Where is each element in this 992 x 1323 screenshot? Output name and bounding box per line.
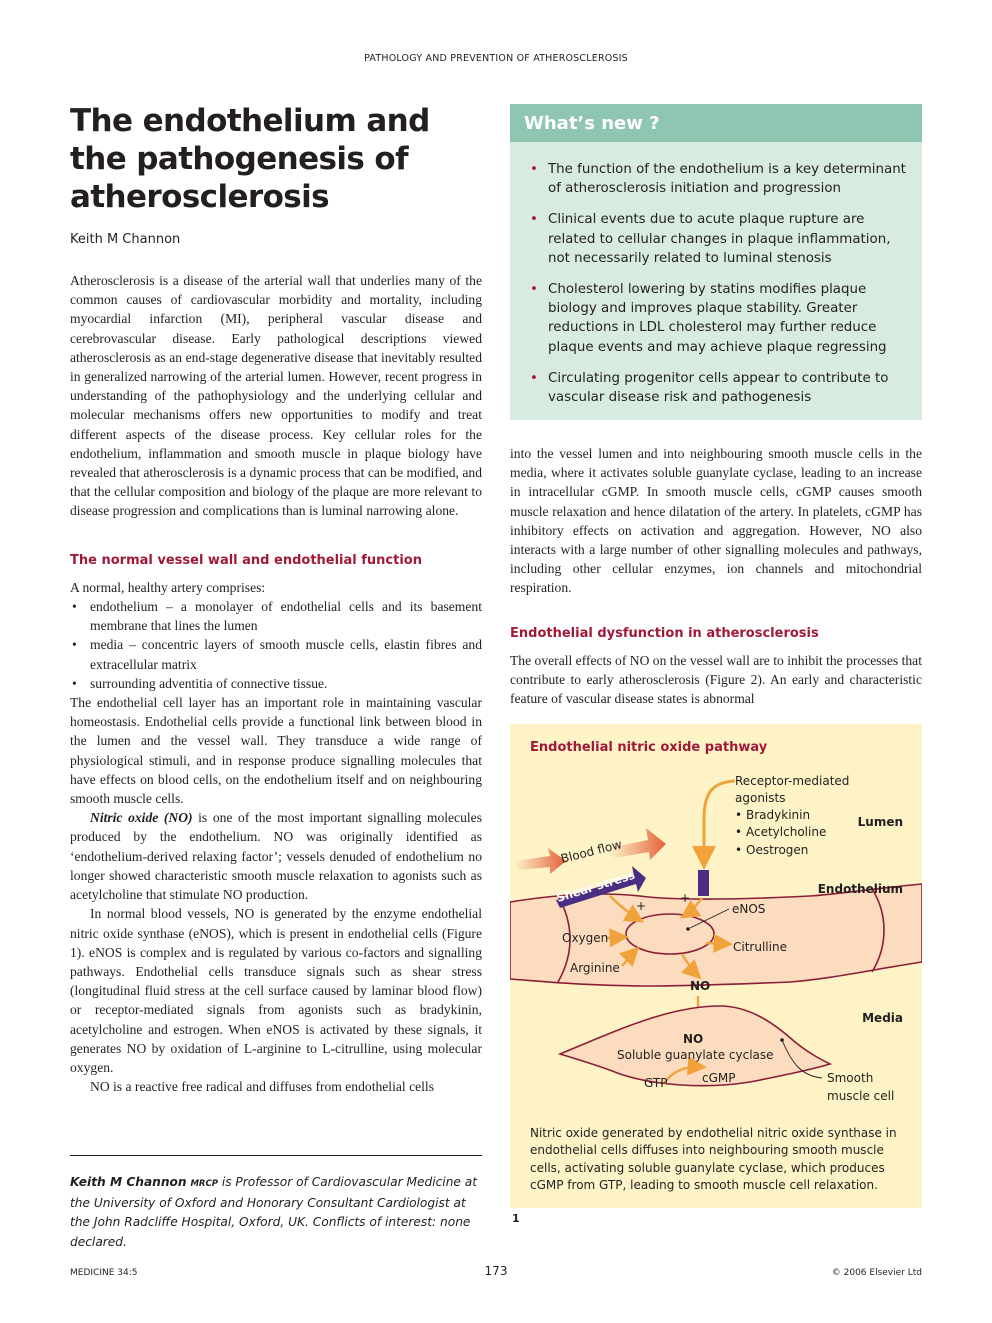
abstract-paragraph: Atherosclerosis is a disease of the arte… bbox=[70, 273, 482, 519]
receptor-to-enos-arrow bbox=[680, 897, 703, 919]
oxygen-arrow bbox=[605, 928, 629, 948]
nitric-oxide-pathway-diagram: Receptor-mediated agonists • Bradykinin … bbox=[510, 774, 922, 1103]
label-smooth: Smooth bbox=[827, 1071, 873, 1085]
bullet-icon: • bbox=[735, 843, 742, 857]
bullet-icon: • bbox=[735, 825, 742, 839]
bio-degree: MRCP bbox=[190, 1179, 218, 1189]
author-name: Keith M Channon bbox=[70, 232, 181, 247]
section-heading-endothelial-dysfunction: Endothelial dysfunction in atheroscleros… bbox=[510, 625, 819, 641]
footer-journal: MEDICINE 34:5 bbox=[70, 1268, 138, 1278]
label-agonist-oestrogen: Oestrogen bbox=[746, 843, 808, 857]
right-para1: into the vessel lumen and into neighbour… bbox=[510, 446, 922, 596]
bio-divider bbox=[70, 1155, 482, 1156]
label-endothelium: Endothelium bbox=[818, 882, 903, 896]
label-citrulline: Citrulline bbox=[733, 940, 787, 954]
label-blood-flow: Blood flow bbox=[559, 837, 623, 866]
article-title: The endothelium and the pathogenesis of … bbox=[70, 102, 490, 216]
arginine-arrow bbox=[619, 946, 640, 967]
cell-boundary-right bbox=[871, 888, 885, 973]
label-enos: eNOS bbox=[732, 902, 765, 916]
plus-sign-receptor: + bbox=[680, 891, 690, 905]
list-item: media – concentric layers of smooth musc… bbox=[70, 635, 482, 673]
no-out-arrow bbox=[680, 953, 702, 980]
section1-intro: A normal, healthy artery comprises: bbox=[70, 579, 266, 595]
title-line-2: the pathogenesis of bbox=[70, 141, 409, 177]
left-column: Atherosclerosis is a disease of the arte… bbox=[70, 271, 482, 1096]
artery-layers-list: endothelium – a monolayer of endothelial… bbox=[70, 597, 482, 693]
label-media: Media bbox=[862, 1011, 903, 1025]
list-item: endothelium – a monolayer of endothelial… bbox=[70, 597, 482, 635]
enos-dot bbox=[686, 927, 690, 931]
section1-para2: Nitric oxide (NO) is one of the most imp… bbox=[70, 808, 482, 904]
list-item: Clinical events due to acute plaque rupt… bbox=[530, 210, 910, 268]
list-item: The function of the endothelium is a key… bbox=[530, 160, 910, 198]
smooth-muscle-cell bbox=[557, 1005, 833, 1087]
footer-copyright: © 2006 Elsevier Ltd bbox=[831, 1268, 922, 1278]
label-receptor-line1: Receptor-mediated bbox=[735, 774, 849, 788]
label-cgmp: cGMP bbox=[702, 1071, 736, 1085]
running-head: PATHOLOGY AND PREVENTION OF ATHEROSCLERO… bbox=[364, 53, 628, 64]
figure-number: 1 bbox=[512, 1212, 520, 1225]
plus-sign-shear: + bbox=[636, 899, 646, 913]
enos-leader bbox=[689, 908, 730, 929]
shear-stress-arrow bbox=[556, 866, 646, 908]
label-gtp: GTP bbox=[644, 1076, 667, 1090]
section-heading-normal-vessel: The normal vessel wall and endothelial f… bbox=[70, 552, 422, 568]
label-no-endothelium: NO bbox=[690, 979, 710, 993]
citrulline-arrow bbox=[705, 933, 733, 953]
whats-new-header: What’s new ? bbox=[510, 104, 922, 142]
label-muscle-cell: muscle cell bbox=[827, 1089, 894, 1103]
blood-flow-arrow-small bbox=[515, 848, 566, 874]
section2-para1: The overall effects of NO on the vessel … bbox=[510, 652, 922, 707]
section1-para1: The endothelial cell layer has an import… bbox=[70, 695, 482, 807]
whats-new-heading: What’s new ? bbox=[524, 113, 660, 134]
receptor-icon bbox=[698, 870, 709, 896]
figure-caption: Nitric oxide generated by endothelial ni… bbox=[530, 1126, 897, 1193]
whats-new-list: The function of the endothelium is a key… bbox=[530, 160, 910, 419]
whats-new-box: What’s new ? The function of the endothe… bbox=[510, 104, 922, 420]
author-bio: Keith M Channon MRCP is Professor of Car… bbox=[70, 1173, 482, 1252]
label-lumen: Lumen bbox=[858, 815, 903, 829]
section1-para2-text: is one of the most important signalling … bbox=[70, 810, 482, 903]
label-no-muscle: NO bbox=[683, 1032, 703, 1046]
list-item: surrounding adventitia of connective tis… bbox=[70, 674, 482, 693]
label-arginine: Arginine bbox=[570, 961, 620, 975]
label-soluble-guanylate-cyclase: Soluble guanylate cyclase bbox=[617, 1048, 774, 1062]
gtp-to-cgmp-arrow bbox=[662, 1056, 707, 1085]
label-oxygen: Oxygen bbox=[562, 931, 608, 945]
right-column: into the vessel lumen and into neighbour… bbox=[510, 444, 922, 708]
label-agonist-bradykinin: Bradykinin bbox=[746, 808, 810, 822]
figure-1: Endothelial nitric oxide pathway bbox=[510, 724, 922, 1208]
figure-title: Endothelial nitric oxide pathway bbox=[530, 740, 768, 755]
nitric-oxide-term: Nitric oxide (NO) bbox=[90, 810, 193, 826]
blood-flow-arrow-large bbox=[610, 828, 666, 860]
list-item: Cholesterol lowering by statins modifies… bbox=[530, 280, 910, 357]
list-item: Circulating progenitor cells appear to c… bbox=[530, 369, 910, 407]
title-line-1: The endothelium and bbox=[70, 103, 430, 139]
title-line-3: atherosclerosis bbox=[70, 179, 330, 215]
footer-page-number: 173 bbox=[484, 1264, 508, 1278]
muscle-cell-leader bbox=[781, 1039, 823, 1079]
bio-text: is Professor of Cardiovascular Medicine … bbox=[70, 1175, 478, 1249]
section1-para4: NO is a reactive free radical and diffus… bbox=[90, 1079, 434, 1095]
shear-to-enos-arrow bbox=[609, 895, 645, 923]
bullet-icon: • bbox=[735, 808, 742, 822]
label-receptor-line2: agonists bbox=[735, 791, 785, 805]
label-agonist-acetylcholine: Acetylcholine bbox=[746, 825, 826, 839]
section1-para3: In normal blood vessels, NO is generated… bbox=[70, 906, 482, 1075]
bio-name: Keith M Channon bbox=[70, 1175, 187, 1189]
agonist-arrow bbox=[692, 779, 736, 870]
